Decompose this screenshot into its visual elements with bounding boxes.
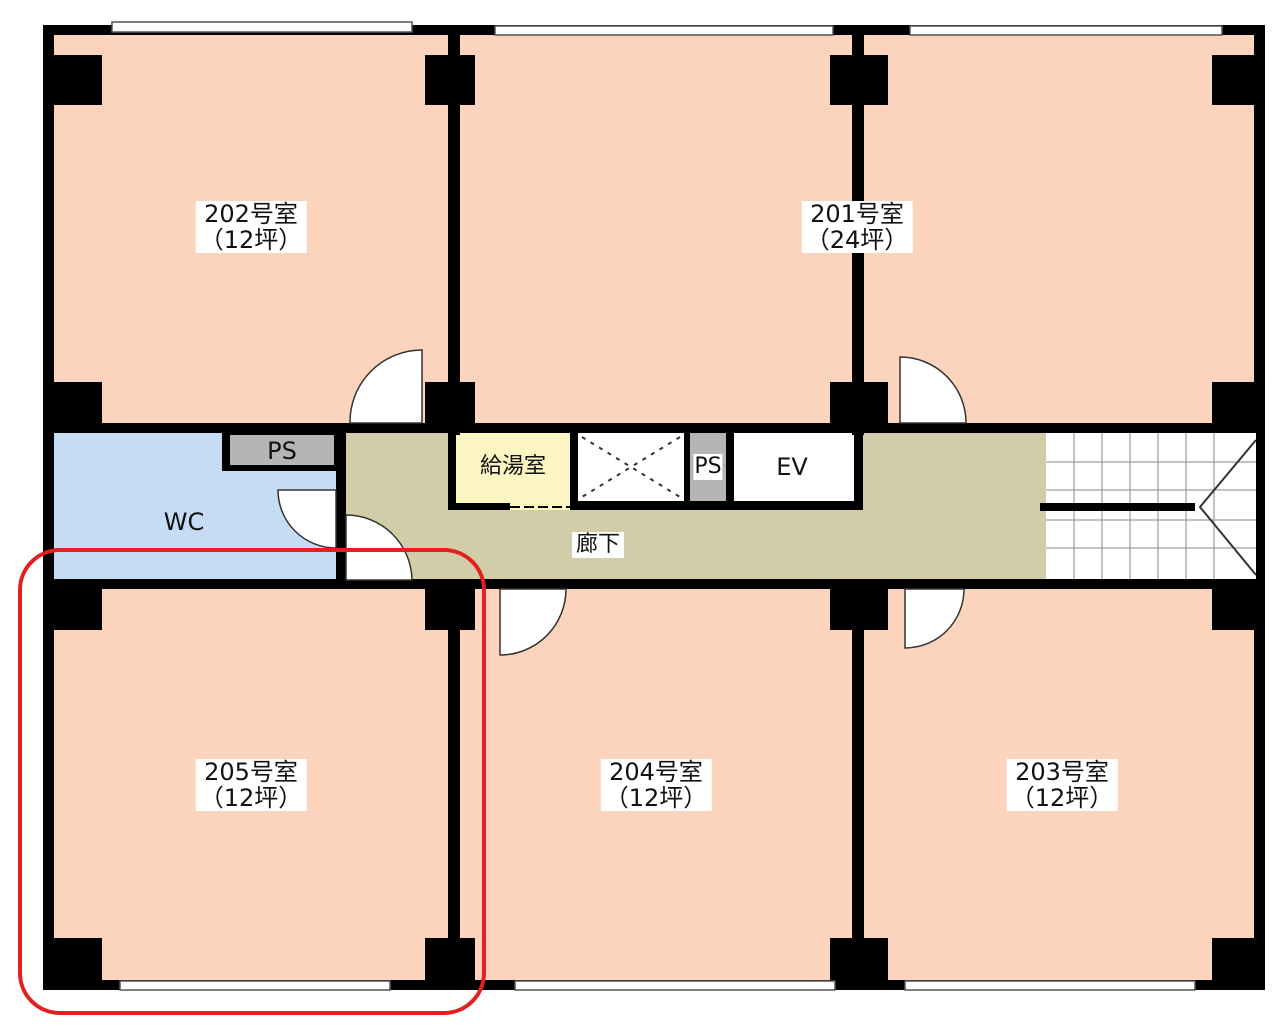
- room-203-label[interactable]: 203号室（12坪）: [1006, 758, 1118, 812]
- kitchen-area: [456, 433, 570, 503]
- room-name: 204号室: [609, 758, 703, 786]
- elevator: [734, 433, 854, 501]
- columns: [50, 55, 1262, 986]
- room-name: 201号室: [810, 200, 904, 228]
- room-204-label[interactable]: 204号室（12坪）: [600, 758, 712, 812]
- room-size: （12坪）: [199, 784, 303, 812]
- ps-label-1: PS: [267, 437, 297, 465]
- corridor-label: 廊下: [571, 532, 625, 558]
- room-size: （12坪）: [1010, 784, 1114, 812]
- doors: [277, 349, 967, 656]
- room-size: （12坪）: [199, 226, 303, 254]
- room-202-label[interactable]: 202号室（12坪）: [195, 200, 307, 254]
- room-205-label[interactable]: 205号室（12坪）: [195, 758, 307, 812]
- highlight-205-outline: [18, 548, 486, 1015]
- void-shaft: [578, 433, 684, 501]
- room-name: 203号室: [1015, 758, 1109, 786]
- room-name: 202号室: [204, 200, 298, 228]
- windows: [111, 21, 1223, 991]
- room-size: （24坪）: [805, 226, 909, 254]
- ps-label-2: PS: [693, 454, 723, 480]
- room-name: 205号室: [204, 758, 298, 786]
- kitchen-label: 給湯室: [479, 454, 547, 479]
- ev-label: EV: [776, 453, 808, 481]
- room-201-label[interactable]: 201号室（24坪）: [801, 200, 913, 254]
- room-size: （12坪）: [604, 784, 708, 812]
- wc-label: WC: [163, 508, 205, 536]
